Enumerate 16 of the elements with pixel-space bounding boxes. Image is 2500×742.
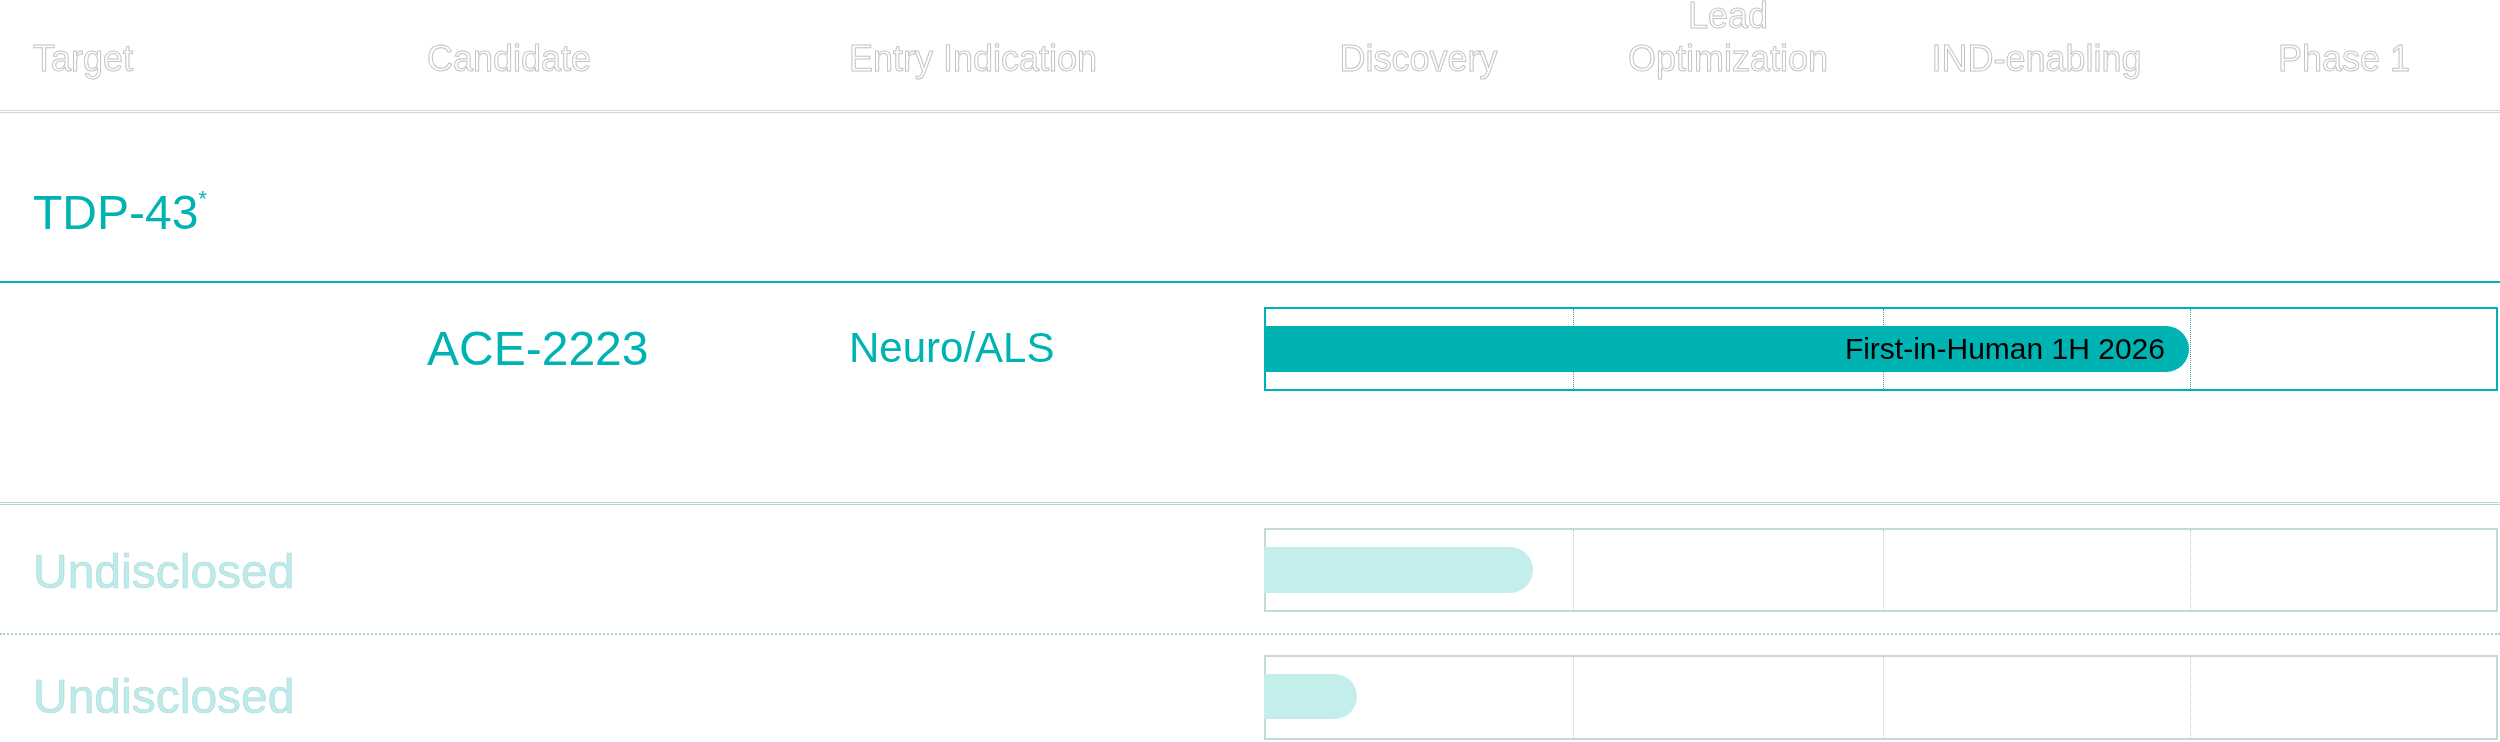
column-header: Target: [33, 36, 134, 80]
progress-bar: [1264, 674, 1357, 719]
column-header: Phase 1: [2277, 36, 2411, 80]
column-header: Discovery: [1339, 36, 1498, 80]
column-header: Candidate: [427, 36, 592, 80]
milestone-label: First-in-Human 1H 2026: [1844, 331, 2165, 367]
target-name: Undisclosed: [33, 543, 295, 600]
column-header: Lead Optimization: [1626, 0, 1830, 80]
progress-bar: [1264, 547, 1533, 593]
column-header: IND-enabling: [1931, 36, 2142, 80]
target-name: Undisclosed: [33, 668, 295, 725]
candidate-name: ACE-2223: [427, 320, 649, 377]
target-name: TDP-43$^{*}$: [33, 184, 207, 241]
progress-bar: [1264, 326, 2189, 372]
indication-text: Neuro/ALS: [849, 323, 1055, 374]
column-header: Entry Indication: [849, 36, 1098, 80]
